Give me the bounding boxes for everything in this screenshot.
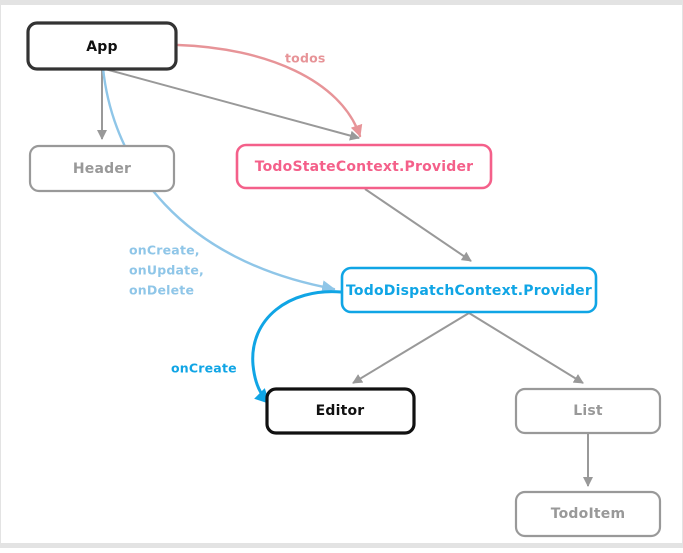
edge-app-handlers-to-dispatch-context <box>101 66 336 294</box>
edges-layer <box>97 43 593 487</box>
node-header[interactable]: Header <box>28 144 176 193</box>
node-app[interactable]: App <box>26 21 178 71</box>
node-list[interactable]: List <box>514 387 662 435</box>
node-list-label: List <box>573 403 603 419</box>
edge-label-handlers-line1: onCreate, <box>129 243 200 258</box>
edge-labels-layer: todos onCreate, onUpdate, onDelete onCre… <box>129 51 326 376</box>
node-list-box[interactable] <box>514 387 662 435</box>
node-editor[interactable]: Editor <box>265 387 416 435</box>
node-app-box[interactable] <box>26 21 178 71</box>
node-app-label: App <box>86 39 117 55</box>
node-header-label: Header <box>73 161 131 177</box>
node-todo-item[interactable]: TodoItem <box>514 490 662 538</box>
edge-app-to-todo-state-context <box>104 68 360 141</box>
nodes-layer: App Header TodoStateContext.Provider Tod… <box>26 21 662 538</box>
component-tree-diagram: todos onCreate, onUpdate, onDelete onCre… <box>26 21 662 538</box>
edge-label-handlers-line2: onUpdate, <box>129 263 204 278</box>
node-todo-state-context-box[interactable] <box>235 143 493 190</box>
node-todo-state-context-label: TodoStateContext.Provider <box>255 159 474 175</box>
node-todo-dispatch-context-box[interactable] <box>340 266 598 314</box>
node-todo-state-context[interactable]: TodoStateContext.Provider <box>235 143 493 190</box>
edge-state-context-to-dispatch-context <box>364 188 472 262</box>
node-header-box[interactable] <box>28 144 176 193</box>
node-todo-item-box[interactable] <box>514 490 662 538</box>
edge-app-todos-to-state-context <box>176 43 363 138</box>
edge-dispatch-context-to-list <box>468 312 584 384</box>
node-editor-label: Editor <box>316 403 365 419</box>
edge-dispatch-context-oncreate-to-editor <box>251 290 343 405</box>
edge-label-on-create: onCreate <box>171 361 237 376</box>
node-todo-item-label: TodoItem <box>551 506 626 522</box>
edge-label-todos: todos <box>285 51 326 66</box>
edge-dispatch-context-to-editor <box>352 312 470 384</box>
node-todo-dispatch-context-label: TodoDispatchContext.Provider <box>346 283 592 299</box>
node-todo-dispatch-context[interactable]: TodoDispatchContext.Provider <box>340 266 598 314</box>
node-editor-box[interactable] <box>265 387 416 435</box>
edge-label-handlers-line3: onDelete <box>129 283 194 298</box>
